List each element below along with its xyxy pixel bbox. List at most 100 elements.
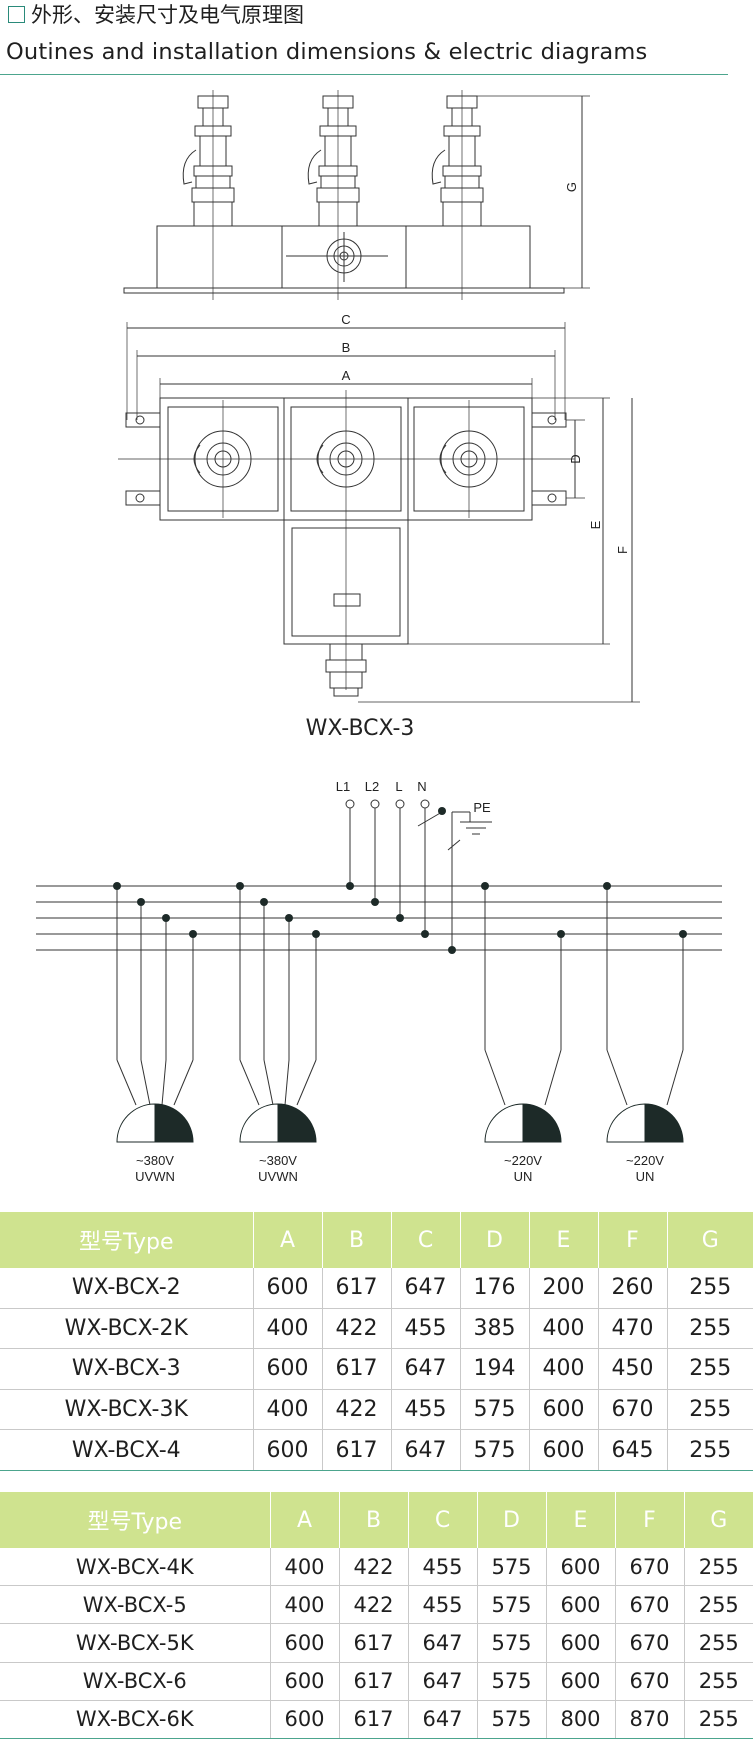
- cell-type: WX-BCX-6K: [0, 1700, 270, 1739]
- cell: 600: [269, 1623, 339, 1663]
- header-type: 型号Type: [0, 1212, 253, 1268]
- header-d: D: [459, 1212, 529, 1268]
- insulator-right: [431, 95, 484, 227]
- header-g: G: [666, 1212, 753, 1268]
- cell-type: WX-BCX-2: [0, 1268, 253, 1309]
- cell: 600: [528, 1429, 598, 1471]
- cell: 575: [476, 1548, 546, 1587]
- wiring-diagram: L1 L2 L N PE ~380V UVWN ~380V UVWN ~220V…: [36, 779, 722, 1184]
- header-a: A: [269, 1492, 339, 1548]
- cell-type: WX-BCX-3: [0, 1348, 253, 1390]
- cell: 455: [390, 1308, 460, 1350]
- cell: 600: [252, 1268, 322, 1309]
- cell: 575: [476, 1662, 546, 1701]
- side-view-base-plate: [123, 287, 565, 294]
- dim-label-f: F: [615, 546, 630, 554]
- cell: 617: [321, 1429, 391, 1471]
- cell: 600: [528, 1389, 598, 1431]
- cell: 575: [459, 1429, 529, 1471]
- cell-type: WX-BCX-2K: [0, 1308, 253, 1350]
- cell: 255: [683, 1662, 753, 1701]
- cell: 400: [528, 1308, 598, 1350]
- cell: 400: [528, 1348, 598, 1390]
- dim-label-a: A: [342, 368, 351, 383]
- outline-drawing: C B A D E F G: [118, 90, 640, 703]
- load-3-voltage: ~220V: [504, 1153, 542, 1168]
- cell: 400: [252, 1308, 322, 1350]
- page-header: 外形、安装尺寸及电气原理图 Outines and installation d…: [0, 0, 753, 80]
- cell: 647: [407, 1700, 477, 1739]
- header-f: F: [597, 1212, 667, 1268]
- cell: 255: [666, 1308, 753, 1350]
- load-2-phases: UVWN: [258, 1169, 298, 1184]
- cell: 422: [338, 1585, 408, 1625]
- cell: 647: [390, 1348, 460, 1390]
- terminal-l2: L2: [365, 779, 379, 794]
- header-g: G: [683, 1492, 753, 1548]
- cell: 645: [597, 1429, 667, 1471]
- load-3-phases: UN: [514, 1169, 533, 1184]
- cell: 255: [666, 1429, 753, 1471]
- cell: 647: [390, 1268, 460, 1309]
- cell: 455: [407, 1585, 477, 1625]
- cell: 176: [459, 1268, 529, 1309]
- cell-type: WX-BCX-4K: [0, 1548, 270, 1587]
- load-4-phases: UN: [636, 1169, 655, 1184]
- dim-label-g: G: [564, 182, 579, 192]
- cell: 255: [666, 1348, 753, 1390]
- cell: 617: [321, 1268, 391, 1309]
- header-b: B: [338, 1492, 408, 1548]
- cell: 255: [683, 1623, 753, 1663]
- cell: 575: [476, 1585, 546, 1625]
- cell: 575: [459, 1389, 529, 1431]
- load-2-voltage: ~380V: [259, 1153, 297, 1168]
- cell: 670: [614, 1585, 684, 1625]
- cell-type: WX-BCX-4: [0, 1429, 253, 1471]
- header-b: B: [321, 1212, 391, 1268]
- cell: 600: [545, 1548, 615, 1587]
- cell: 800: [545, 1700, 615, 1739]
- cell: 617: [338, 1623, 408, 1663]
- cell: 255: [666, 1268, 753, 1309]
- cell: 600: [269, 1700, 339, 1739]
- header-e: E: [545, 1492, 615, 1548]
- cell: 260: [597, 1268, 667, 1309]
- cell: 400: [252, 1389, 322, 1431]
- insulator-middle: [307, 95, 360, 227]
- header-c: C: [407, 1492, 477, 1548]
- cell: 200: [528, 1268, 598, 1309]
- section-title-chinese: 外形、安装尺寸及电气原理图: [8, 2, 304, 28]
- section-title-english: Outines and installation dimensions & el…: [6, 39, 648, 65]
- table-header-row: 型号Type A B C D E F G: [0, 1492, 753, 1548]
- cell: 470: [597, 1308, 667, 1350]
- header-d: D: [476, 1492, 546, 1548]
- title-cn-text: 外形、安装尺寸及电气原理图: [31, 3, 304, 27]
- cell: 600: [545, 1662, 615, 1701]
- cell: 617: [321, 1348, 391, 1390]
- cell: 617: [338, 1700, 408, 1739]
- cell-type: WX-BCX-3K: [0, 1389, 253, 1431]
- cell: 455: [407, 1548, 477, 1587]
- cell: 400: [269, 1585, 339, 1625]
- dim-label-d: D: [568, 454, 583, 463]
- cell: 670: [614, 1623, 684, 1663]
- load-1-voltage: ~380V: [136, 1153, 174, 1168]
- terminal-n: N: [417, 779, 426, 794]
- cell-type: WX-BCX-5K: [0, 1623, 270, 1663]
- cell: 422: [321, 1308, 391, 1350]
- cell: 575: [476, 1623, 546, 1663]
- terminal-pe: PE: [473, 800, 491, 815]
- dim-label-c: C: [341, 312, 350, 327]
- cell: 647: [390, 1429, 460, 1471]
- cell: 400: [269, 1548, 339, 1587]
- cell-type: WX-BCX-5: [0, 1585, 270, 1625]
- cell: 600: [252, 1348, 322, 1390]
- header-e: E: [528, 1212, 598, 1268]
